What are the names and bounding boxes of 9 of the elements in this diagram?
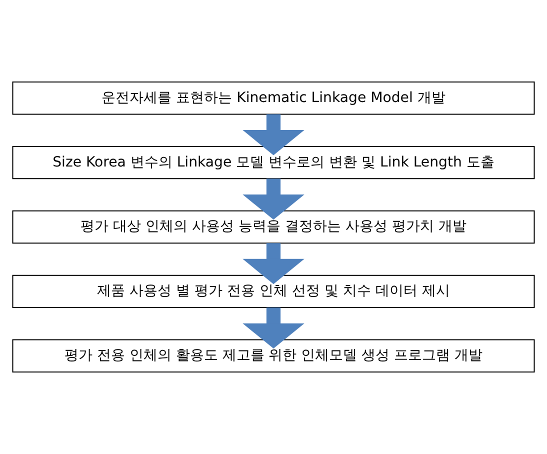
arrow <box>242 308 304 349</box>
arrow <box>242 178 304 220</box>
node-box: 평가 대상 인체의 사용성 능력을 결정하는 사용성 평가치 개발 <box>12 210 535 244</box>
arrow <box>242 114 304 156</box>
node-box: 평가 전용 인체의 활용도 제고를 위한 인체모델 생성 프로그램 개발 <box>12 339 535 372</box>
node-box: Size Korea 변수의 Linkage 모델 변수로의 변환 및 Link Length 도출 <box>12 146 535 180</box>
node-box: 제품 사용성 별 평가 전용 인체 선정 및 치수 데이터 제시 <box>12 274 535 308</box>
node-box: 운전자세를 표현하는 Kinematic Linkage Model 개발 <box>12 82 535 115</box>
arrow <box>242 243 304 284</box>
